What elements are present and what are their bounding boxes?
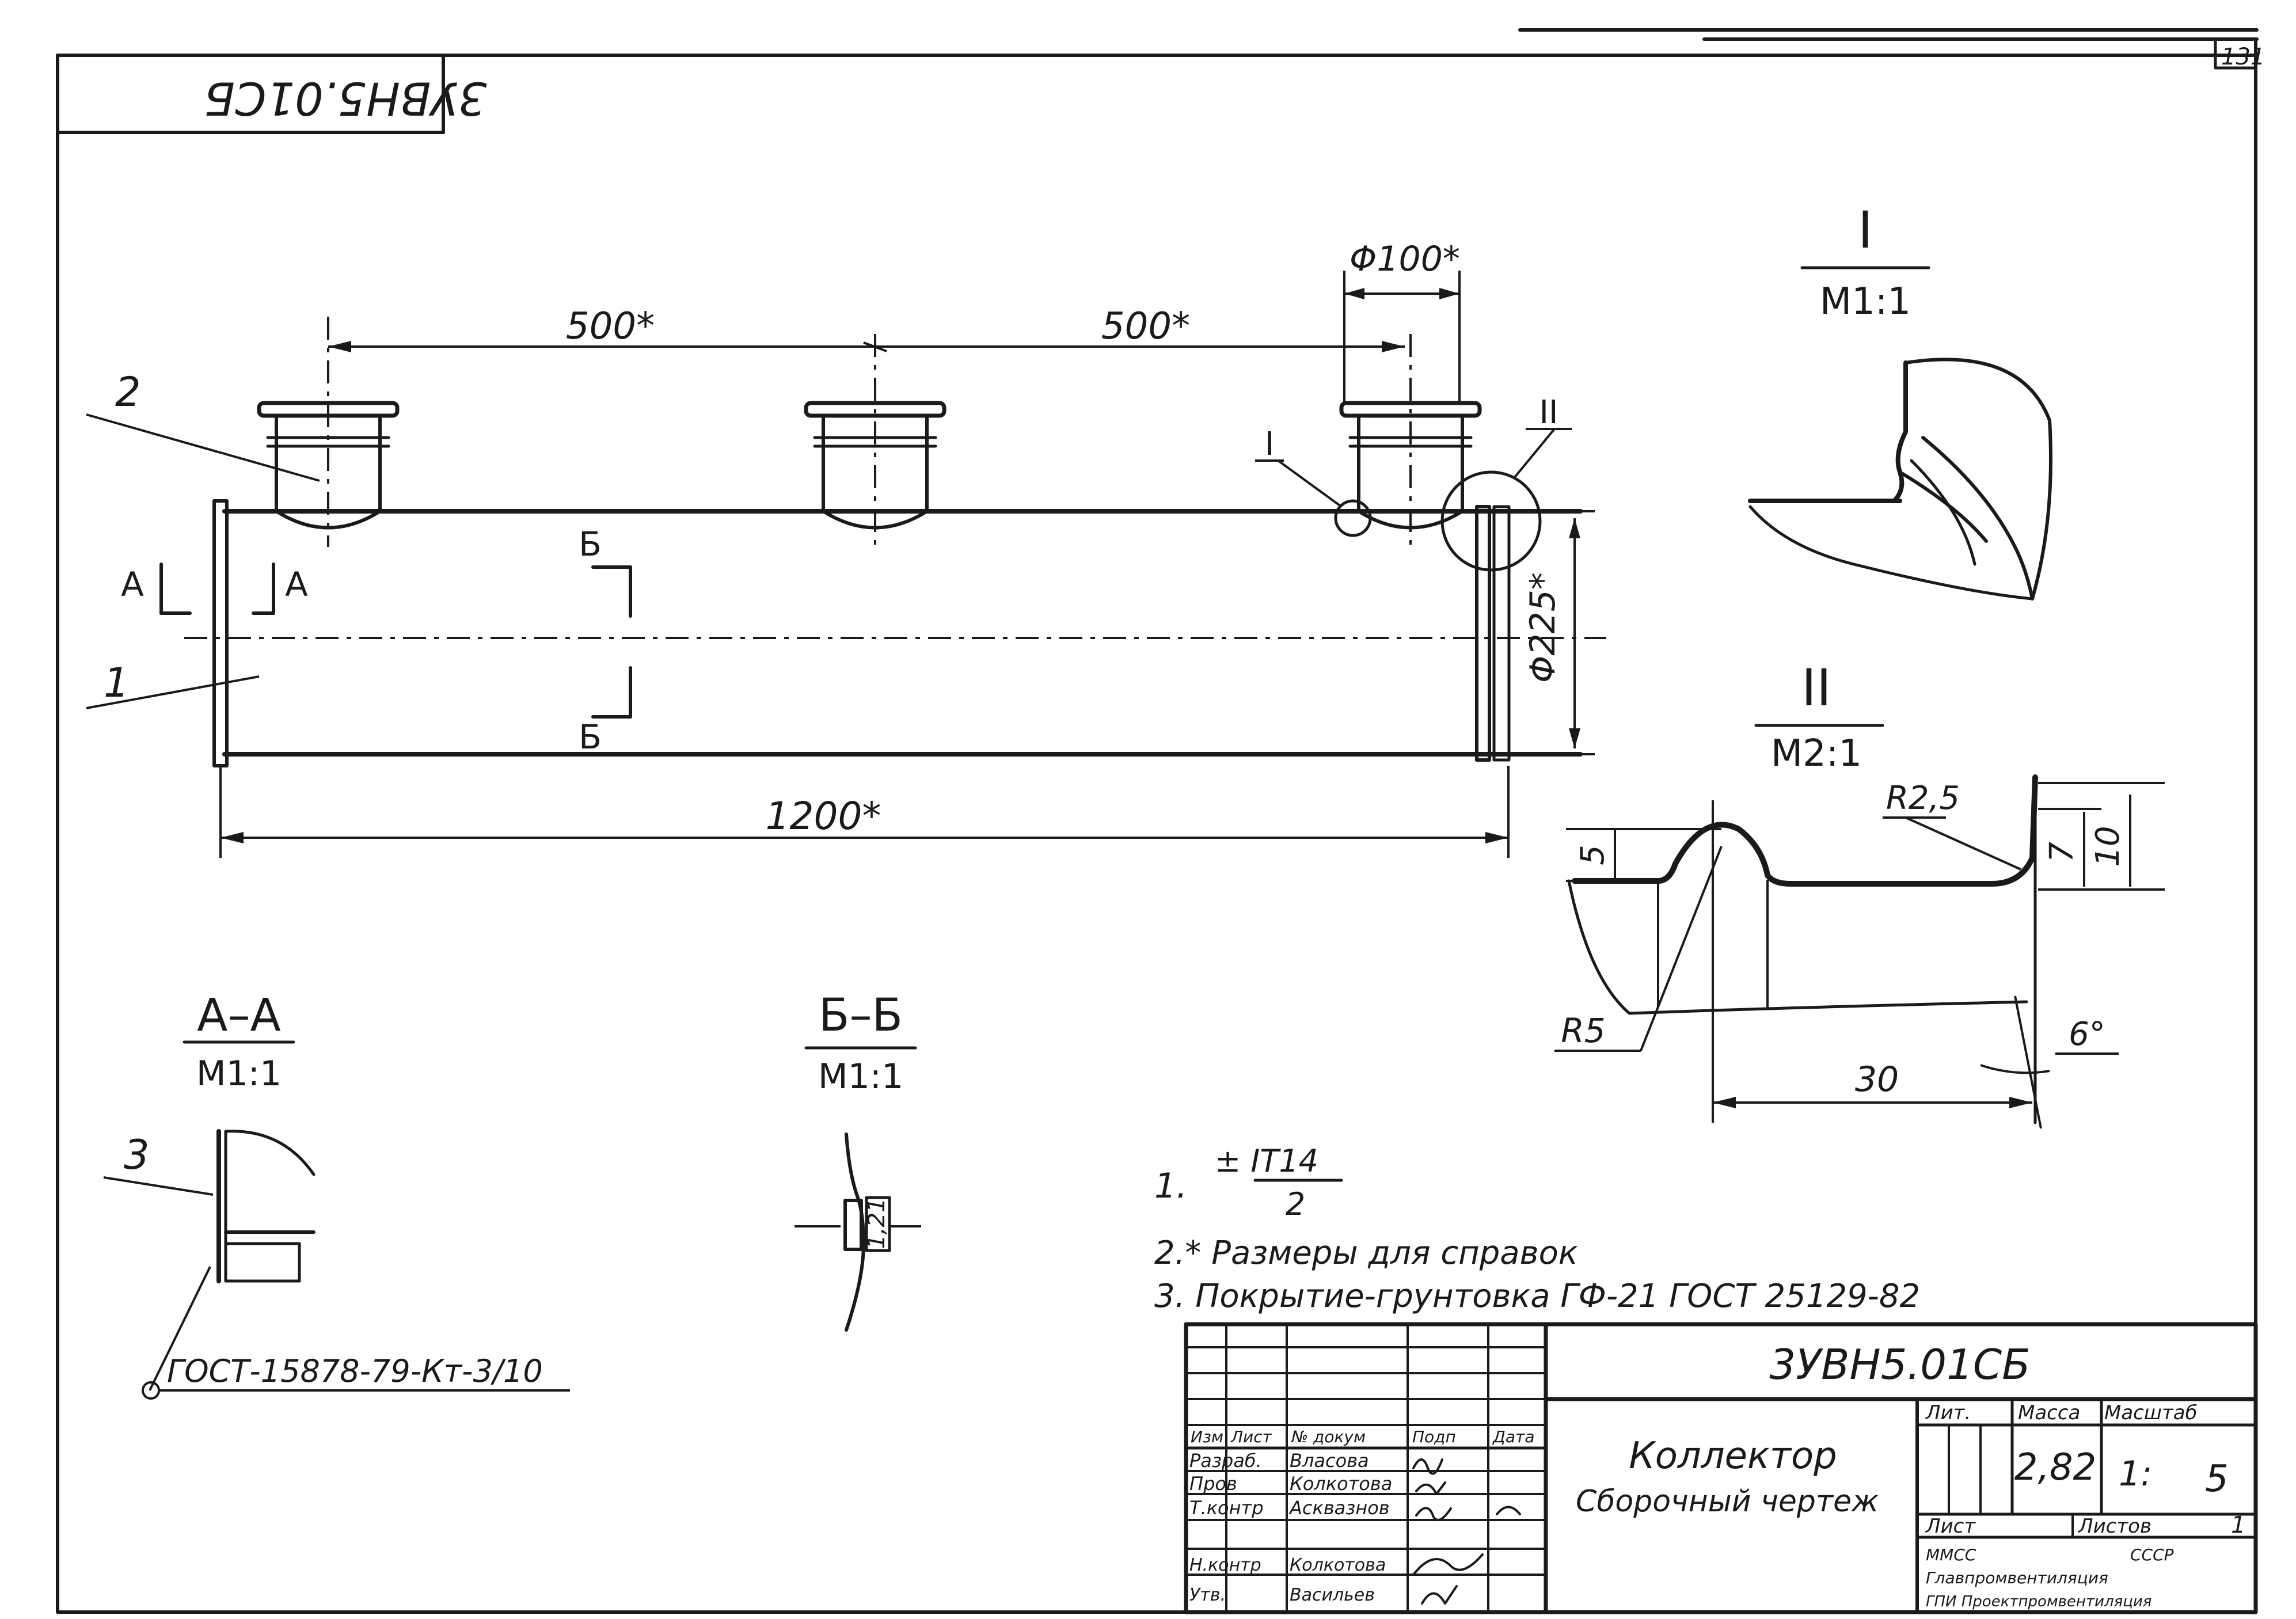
dim-r5: R5	[1561, 1011, 1605, 1050]
detail-II-view: II М2:1 5 7 10 R2,5	[1554, 658, 2165, 1129]
tb-org-1: ММСС	[1926, 1545, 1976, 1564]
weld-note: ГОСТ-15878-79-Кт-3/10	[167, 1353, 543, 1389]
detail-I-title: I	[1858, 200, 1873, 260]
tb-lit-label: Лит.	[1925, 1401, 1971, 1424]
dim-1200: 1200*	[766, 794, 881, 838]
tb-col-doc: № докум	[1290, 1427, 1366, 1446]
detail-I-circle	[1334, 499, 1372, 537]
section-bb-dim: 1,21	[864, 1198, 890, 1249]
tb-col-sign: Подп	[1412, 1427, 1456, 1446]
tb-mass-value: 2,82	[2014, 1446, 2097, 1489]
tb-name-3: Колкотова	[1290, 1555, 1386, 1575]
tb-role-4: Утв.	[1189, 1585, 1226, 1605]
note-1-frac-top: ± IT14	[1215, 1143, 1318, 1179]
callout-pos2: 2	[115, 368, 141, 416]
section-mark-a-left: А	[121, 565, 144, 604]
section-aa-view: А–А М1:1 3 ГОСТ-15878-79-Кт-3/10	[103, 990, 570, 1400]
tb-name: Коллектор	[1629, 1435, 1837, 1477]
collector-main-view: 500* 500* Φ100* Φ225* 1200* 2 1	[86, 239, 1606, 858]
tb-org-4: ГПИ Проектпромвентиляция	[1926, 1593, 2151, 1610]
tb-role-3: Н.контр	[1189, 1555, 1261, 1575]
note-2: 2.* Размеры для справок	[1154, 1234, 1578, 1272]
dim-10: 10	[2089, 826, 2127, 866]
notes-block: 1. ± IT14 2 2.* Размеры для справок 3. П…	[1154, 1143, 1920, 1315]
branch-pipe-1	[257, 317, 400, 547]
section-bb-title: Б–Б	[819, 990, 903, 1042]
dim-phi225: Φ225*	[1523, 572, 1563, 683]
tb-col-list: Лист	[1230, 1427, 1272, 1446]
callout-detail-I: I	[1265, 425, 1275, 463]
branch-pipe-3	[1339, 334, 1482, 547]
dim-6deg: 6°	[2069, 1016, 2105, 1053]
dim-phi100: Φ100*	[1350, 239, 1460, 279]
tb-sheets-value: 1	[2231, 1512, 2245, 1538]
dim-5: 5	[1574, 845, 1611, 865]
tb-doc-code: 3УВН5.01СБ	[1769, 1340, 2030, 1389]
tb-org-2: СССР	[2130, 1545, 2174, 1564]
section-mark-b-top: Б	[579, 525, 602, 564]
tb-org-3: Главпромвентиляция	[1926, 1568, 2108, 1587]
callout-pos1: 1	[104, 659, 130, 706]
section-aa-title: А–А	[197, 990, 281, 1042]
tb-scale-value2: 5	[2205, 1458, 2229, 1500]
tb-sheets-label: Листов	[2077, 1515, 2151, 1538]
tb-role-0: Разраб.	[1189, 1450, 1262, 1472]
dim-500-right: 500*	[1101, 305, 1190, 348]
mirrored-stamp: 3УВН5.01СБ	[56, 54, 487, 134]
signatures	[1412, 1458, 1521, 1605]
title-block: Изм Лист № докум Подп Дата Разраб. Власо…	[1184, 1322, 2258, 1614]
note-1-frac-bottom: 2	[1286, 1186, 1305, 1222]
detail-I-scale: М1:1	[1820, 280, 1911, 323]
section-aa-scale: М1:1	[196, 1054, 282, 1094]
tb-name-1: Колкотова	[1290, 1473, 1392, 1495]
detail-II-circle	[1440, 470, 1542, 572]
tb-scale-value: 1:	[2119, 1454, 2152, 1494]
mirrored-code: 3УВН5.01СБ	[204, 72, 487, 124]
tb-col-izm: Изм	[1191, 1427, 1223, 1446]
section-mark-b-bottom: Б	[579, 717, 602, 757]
tb-subtitle: Сборочный чертеж	[1576, 1484, 1879, 1519]
section-bb-scale: М1:1	[818, 1056, 903, 1097]
dim-r25: R2,5	[1886, 780, 1960, 817]
dim-500-left: 500*	[566, 305, 655, 348]
detail-I-view: I М1:1	[1748, 200, 2052, 601]
tb-scale-label: Масштаб	[2104, 1401, 2198, 1424]
note-3: 3. Покрытие-грунтовка ГФ-21 ГОСТ 25129-8…	[1154, 1278, 1920, 1315]
callout-detail-II: II	[1539, 394, 1558, 431]
tb-name-2: Асквазнов	[1288, 1497, 1390, 1519]
branch-pipe-2	[804, 334, 946, 547]
section-bb-view: Б–Б М1:1 1,21	[795, 990, 921, 1332]
page-number: 131	[2221, 44, 2265, 70]
tb-role-1: Пров	[1189, 1473, 1237, 1495]
note-1-prefix: 1.	[1154, 1166, 1187, 1206]
tb-col-date: Дата	[1492, 1427, 1535, 1446]
tb-mass-label: Масса	[2018, 1401, 2080, 1424]
detail-II-title: II	[1801, 658, 1831, 717]
right-rib	[1475, 505, 1491, 762]
tb-role-2: Т.контр	[1189, 1497, 1264, 1519]
dim-7: 7	[2043, 842, 2081, 862]
detail-II-scale: М2:1	[1771, 732, 1862, 775]
left-end-cap	[212, 499, 229, 767]
tb-sheet-label: Лист	[1925, 1515, 1976, 1538]
tb-name-0: Власова	[1290, 1450, 1369, 1472]
tb-name-4: Васильев	[1290, 1585, 1375, 1605]
dim-30: 30	[1855, 1059, 1899, 1100]
section-mark-a-right: А	[285, 565, 308, 604]
section-aa-pos3: 3	[124, 1131, 150, 1179]
